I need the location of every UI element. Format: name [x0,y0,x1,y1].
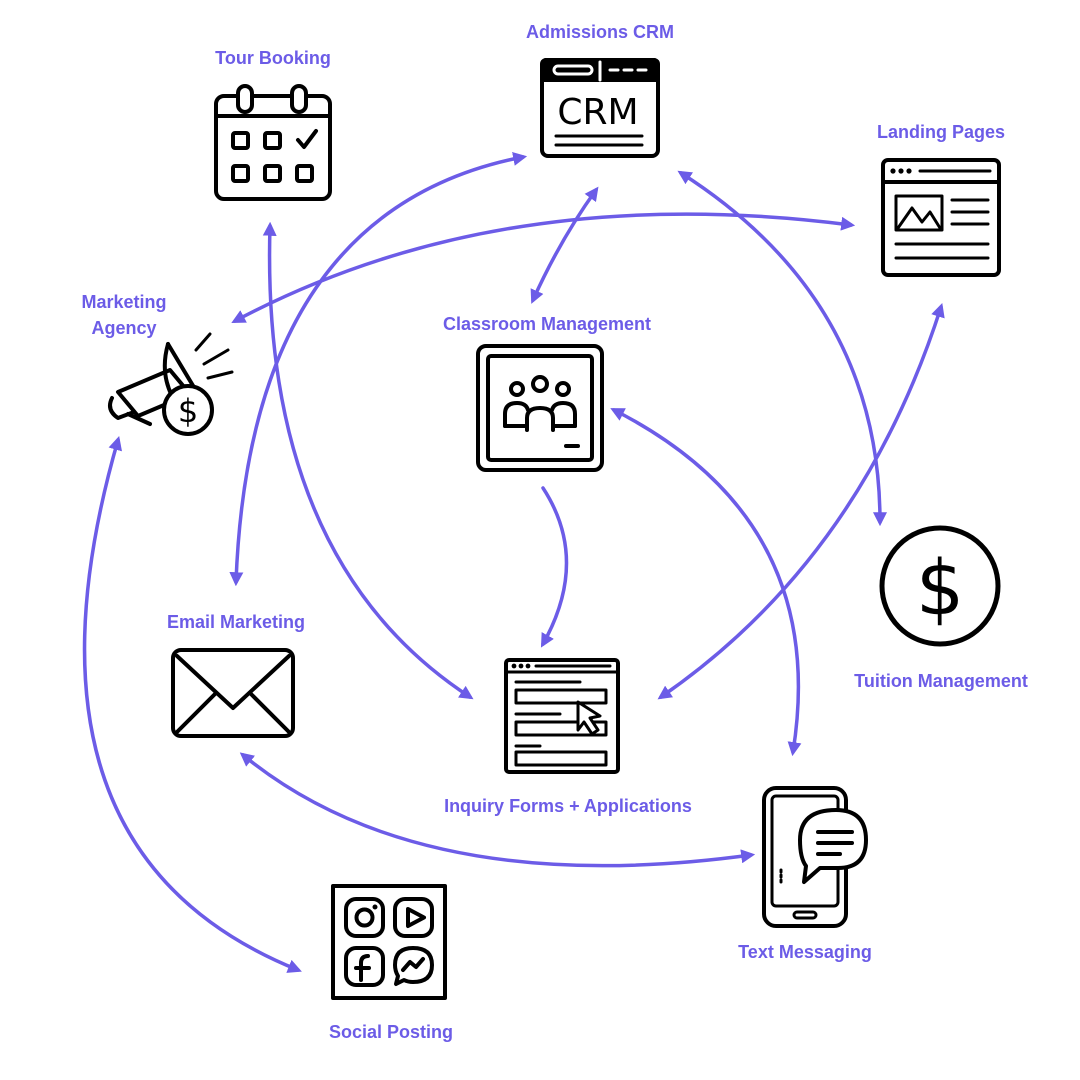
marketing-agency-label-line-2: Agency [91,318,157,338]
connection-classroom-management-to-text-messaging [610,408,802,757]
webpage-icon [881,158,1001,277]
connection-classroom-management-to-inquiry-forms [540,486,569,648]
svg-text:$: $ [916,543,964,632]
social-posting-label: Social Posting [328,1022,454,1042]
crm-text: CRM [557,92,638,133]
connection-tour-booking-to-inquiry-forms [262,221,474,700]
classroom-management-label: Classroom Management [442,314,652,334]
svg-text:$: $ [178,392,198,430]
inquiry-forms-label: Inquiry Forms + Applications [444,796,692,816]
phone-chat-icon [762,786,868,928]
envelope-icon [171,648,295,738]
text-messaging-label: Text Messaging [738,942,872,962]
email-marketing-label: Email Marketing [166,612,306,632]
classroom-screen-icon [476,344,604,472]
dollar-coin-icon: $ [879,525,1001,647]
crm-window-icon: CRM [540,58,660,158]
tour-booking-label: Tour Booking [215,48,331,68]
marketing-agency-label: Marketing Agency [81,289,166,341]
social-apps-icon [331,884,447,1000]
megaphone-dollar-icon: $ [108,332,234,436]
connection-marketing-agency-to-social-posting [82,435,302,973]
tuition-management-label: Tuition Management [854,671,1028,691]
web-form-icon [504,658,620,774]
landing-pages-label: Landing Pages [876,122,1006,142]
calendar-icon [214,84,332,201]
marketing-agency-label-line-1: Marketing [81,292,167,312]
admissions-crm-label: Admissions CRM [525,22,675,42]
